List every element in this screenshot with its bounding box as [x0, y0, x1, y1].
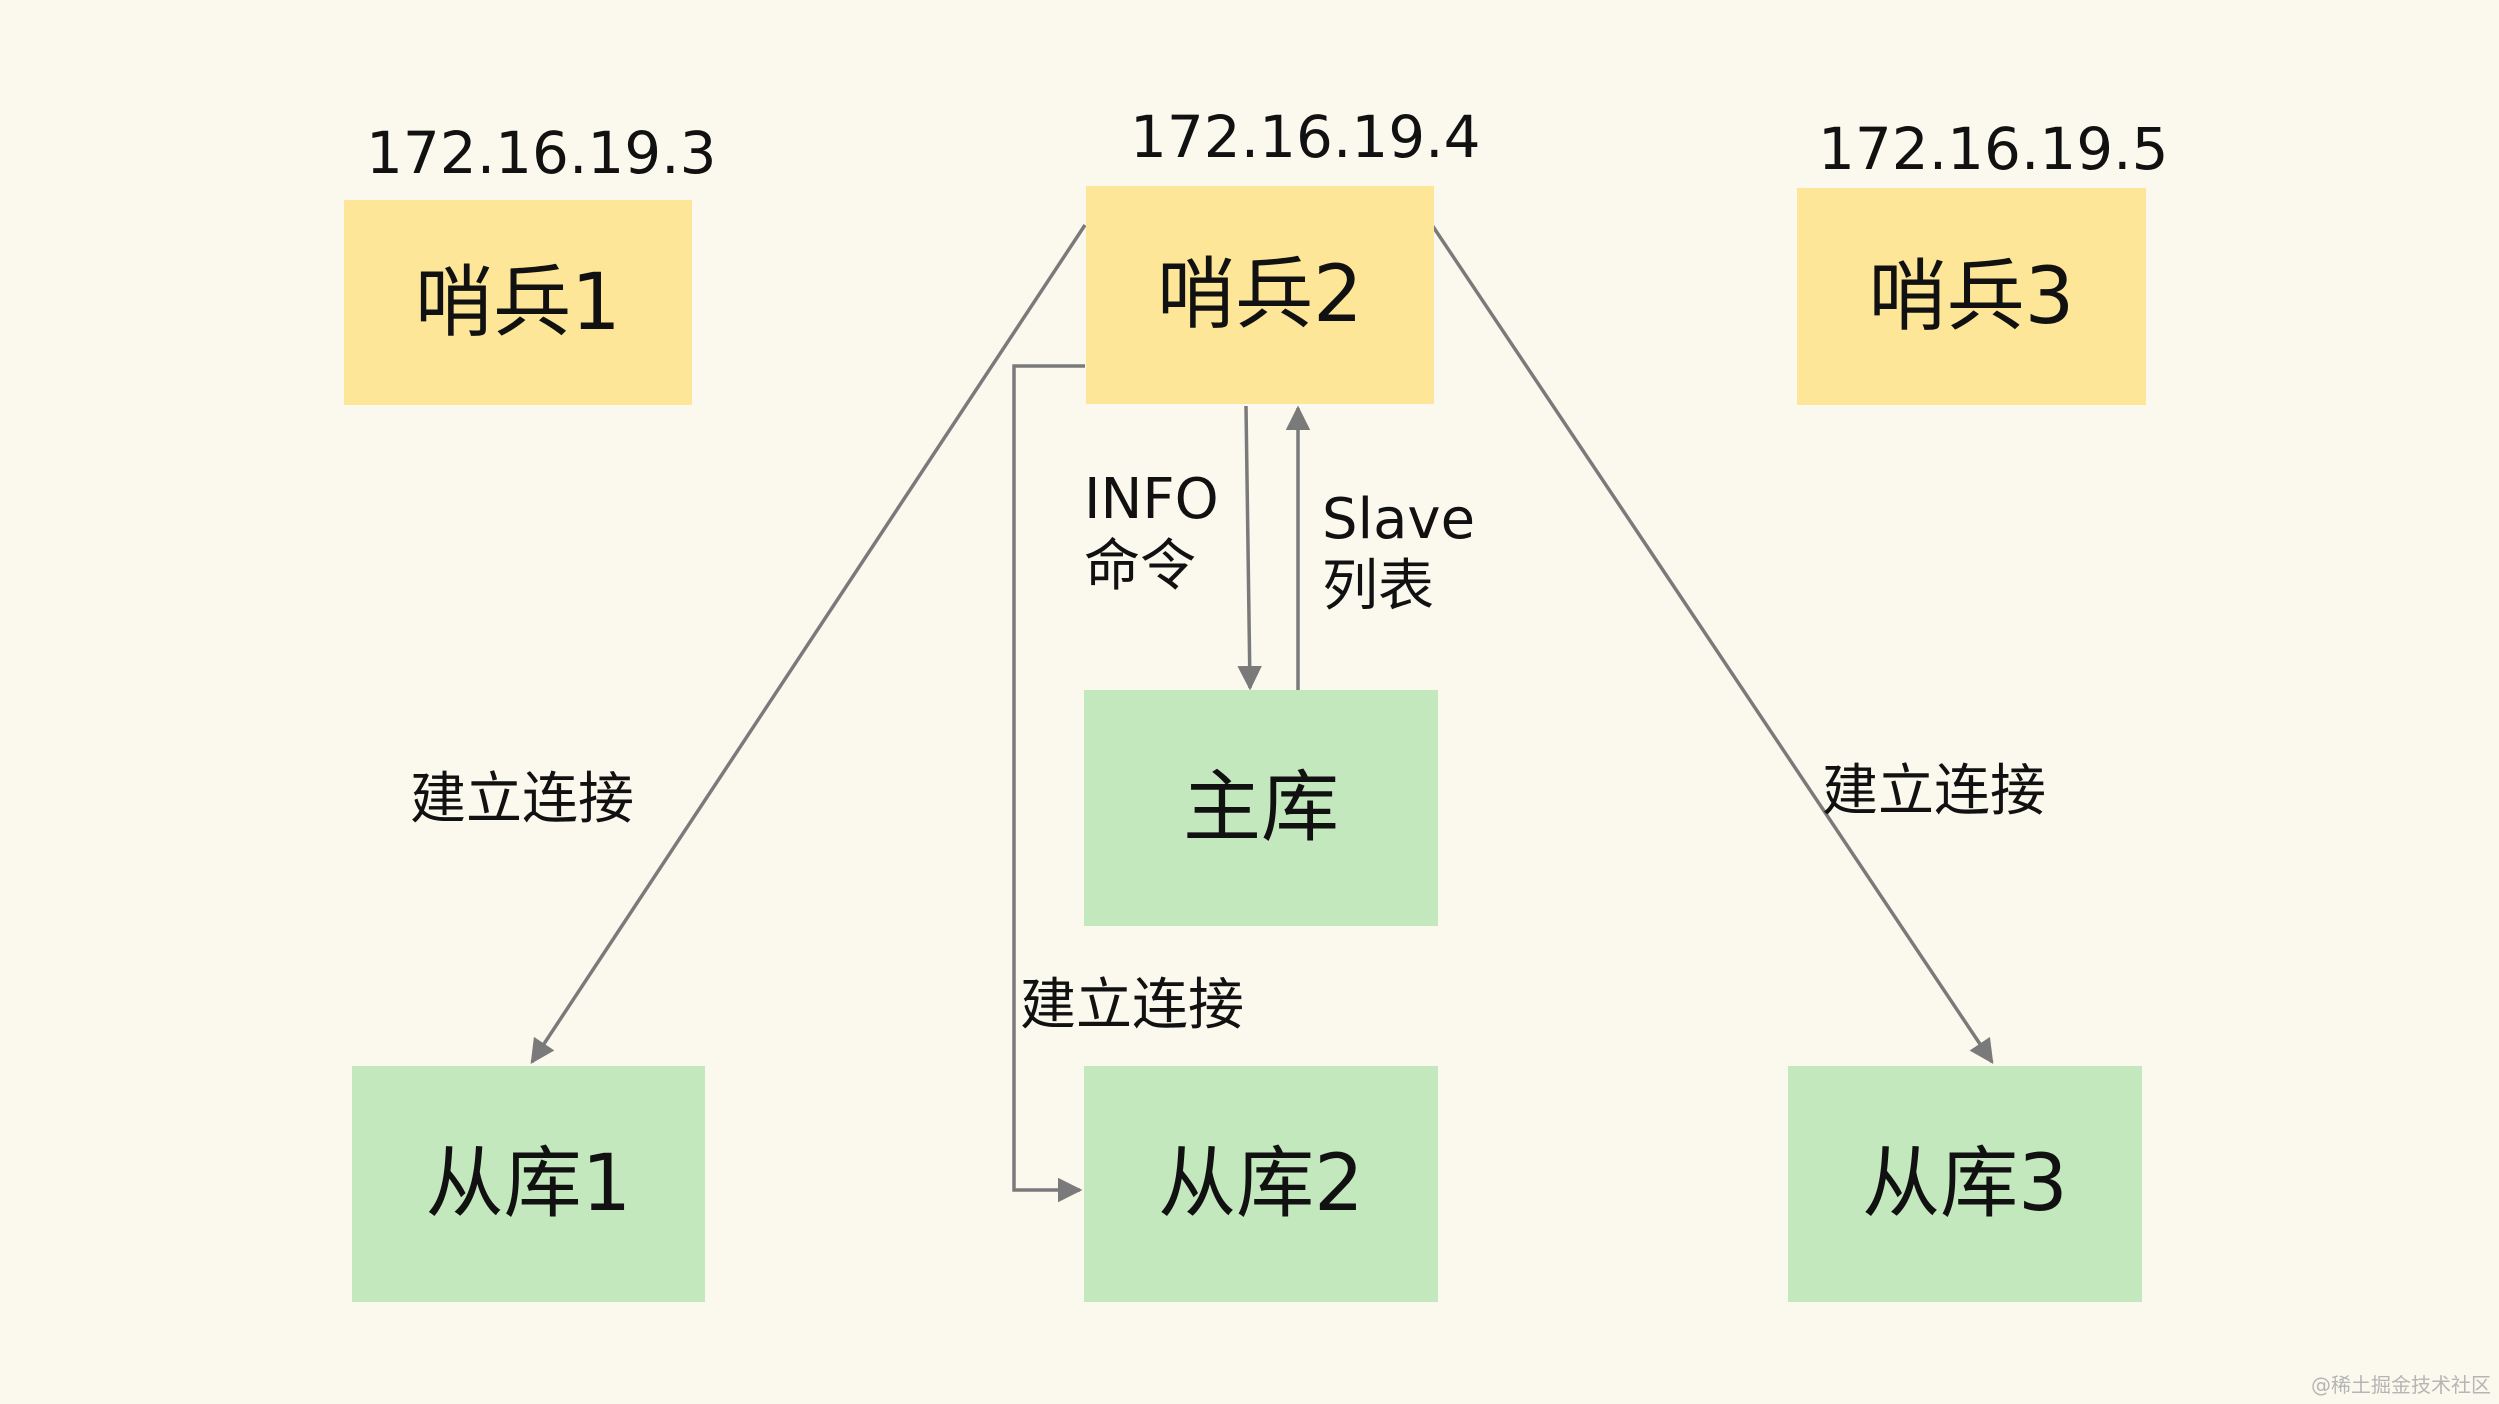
sentinel1-ip: 172.16.19.3	[366, 119, 717, 187]
connect-label-right: 建立连接	[1822, 759, 2046, 824]
slave2-label: 从库2	[1158, 1139, 1364, 1229]
arrow-sentinel2-to-slave2	[1012, 364, 1085, 1203]
info-command-line1: INFO	[1084, 467, 1219, 532]
sentinel1-label: 哨兵1	[415, 257, 621, 348]
info-command-label: INFO 命令	[1084, 466, 1219, 600]
slave3-node: 从库3	[1788, 1066, 2142, 1302]
connect-label-left: 建立连接	[410, 767, 634, 832]
arrow-info-command	[1237, 405, 1262, 691]
sentinel1-node: 哨兵1	[344, 200, 692, 405]
connect-label-middle: 建立连接	[1020, 973, 1244, 1038]
slave1-node: 从库1	[352, 1066, 705, 1302]
slave2-node: 从库2	[1084, 1066, 1438, 1302]
info-command-line2: 命令	[1084, 534, 1196, 600]
slave3-label: 从库3	[1862, 1139, 2068, 1229]
slave-list-line2: 列表	[1322, 554, 1434, 620]
sentinel3-label: 哨兵3	[1868, 251, 2075, 342]
sentinel2-ip: 172.16.19.4	[1130, 103, 1481, 171]
slave-list-label: Slave 列表	[1322, 486, 1475, 620]
master-label: 主库	[1182, 763, 1339, 853]
sentinel3-ip: 172.16.19.5	[1818, 115, 2169, 183]
arrow-sentinel2-to-slave3	[1430, 224, 1994, 1065]
master-node: 主库	[1084, 690, 1438, 926]
sentinel2-node: 哨兵2	[1086, 186, 1434, 404]
arrow-sentinel2-to-slave1	[530, 224, 1087, 1065]
watermark: @稀土掘金技术社区	[2311, 1373, 2491, 1397]
slave1-label: 从库1	[425, 1139, 632, 1229]
slave-list-line1: Slave	[1322, 487, 1476, 552]
sentinel2-label: 哨兵2	[1157, 250, 1363, 340]
sentinel3-node: 哨兵3	[1797, 188, 2146, 405]
